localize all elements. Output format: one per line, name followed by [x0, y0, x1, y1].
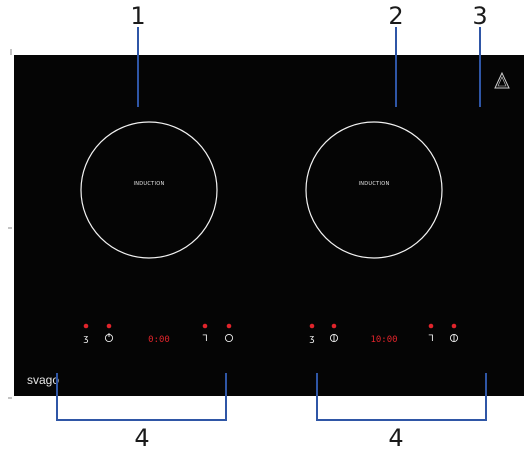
indicator-led: [202, 323, 208, 329]
minus-icon[interactable]: ʒ: [83, 334, 88, 344]
power-icon[interactable]: [224, 333, 234, 343]
burner-1-label: INDUCTION: [133, 181, 164, 187]
brand-logo: svago: [27, 373, 59, 387]
callout-number-3: 3: [472, 2, 487, 30]
burner-2-ring: [305, 121, 443, 259]
indicator-led: [451, 323, 457, 329]
indicator-led: [226, 323, 232, 329]
leader-bracket-4-right: [316, 373, 487, 421]
minus-icon[interactable]: ʒ: [309, 334, 314, 344]
indicator-led: [428, 323, 434, 329]
burner-2-label: INDUCTION: [358, 181, 389, 187]
control-panel-left: ʒ 0:00 ᒣ: [83, 323, 234, 345]
indicator-led: [331, 323, 337, 329]
plus-icon[interactable]: ᒣ: [428, 334, 434, 344]
plus-icon[interactable]: ᒣ: [202, 334, 208, 344]
indicator-led: [106, 323, 112, 329]
control-panel-right: ʒ 10:00 ᒣ: [309, 323, 459, 345]
callout-leaders: [56, 27, 487, 421]
callout-number-1: 1: [130, 2, 145, 30]
warning-triangle-icon: [494, 71, 510, 89]
power-icon[interactable]: [449, 333, 459, 343]
power-icon[interactable]: [329, 333, 339, 343]
indicator-led: [83, 323, 89, 329]
cooktop-glass: [14, 55, 524, 396]
timer-display-right: 10:00: [370, 335, 397, 345]
callout-number-2: 2: [388, 2, 403, 30]
indicator-led: [309, 323, 315, 329]
timer-display-left: 0:00: [148, 335, 170, 345]
power-icon[interactable]: [104, 333, 114, 343]
callout-number-4-right: 4: [388, 424, 403, 450]
callout-number-4-left: 4: [134, 424, 149, 450]
burner-1-ring: [80, 121, 218, 259]
leader-bracket-4-left: [56, 373, 227, 421]
